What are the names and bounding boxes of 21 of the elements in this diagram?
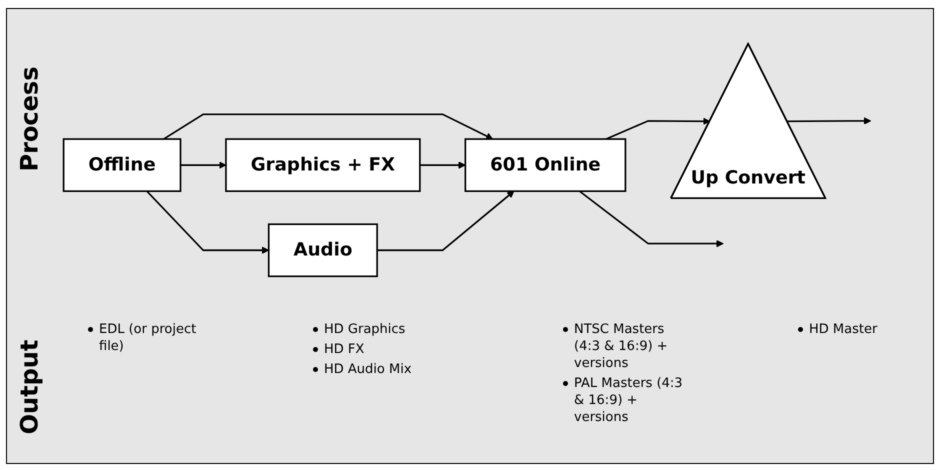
node-box: Offline (62, 138, 182, 192)
arrow (146, 190, 270, 254)
arrow (420, 161, 466, 169)
output-item: HD FX (324, 341, 366, 358)
output-item: HD Master (809, 321, 878, 338)
output-item: HD Audio Mix (324, 361, 413, 378)
arrow (377, 190, 514, 252)
row-heading: Output (14, 340, 43, 434)
arrow (180, 161, 226, 169)
arrow (163, 113, 494, 140)
output-item: HD Graphics (324, 321, 406, 338)
output-item: NTSC Masters (4:3 & 16:9) + versions (574, 321, 669, 372)
output-item: PAL Masters (4:3 & 16:9) + versions (574, 375, 684, 426)
output-item: EDL (or project file) (99, 321, 198, 355)
arrow (606, 118, 710, 140)
row-heading: Process (15, 66, 43, 172)
node-box: 601 Online (464, 138, 626, 192)
arrow (578, 190, 724, 248)
node-box: Graphics + FX (225, 138, 421, 192)
arrow (787, 117, 872, 125)
node-box: Audio (268, 223, 378, 278)
